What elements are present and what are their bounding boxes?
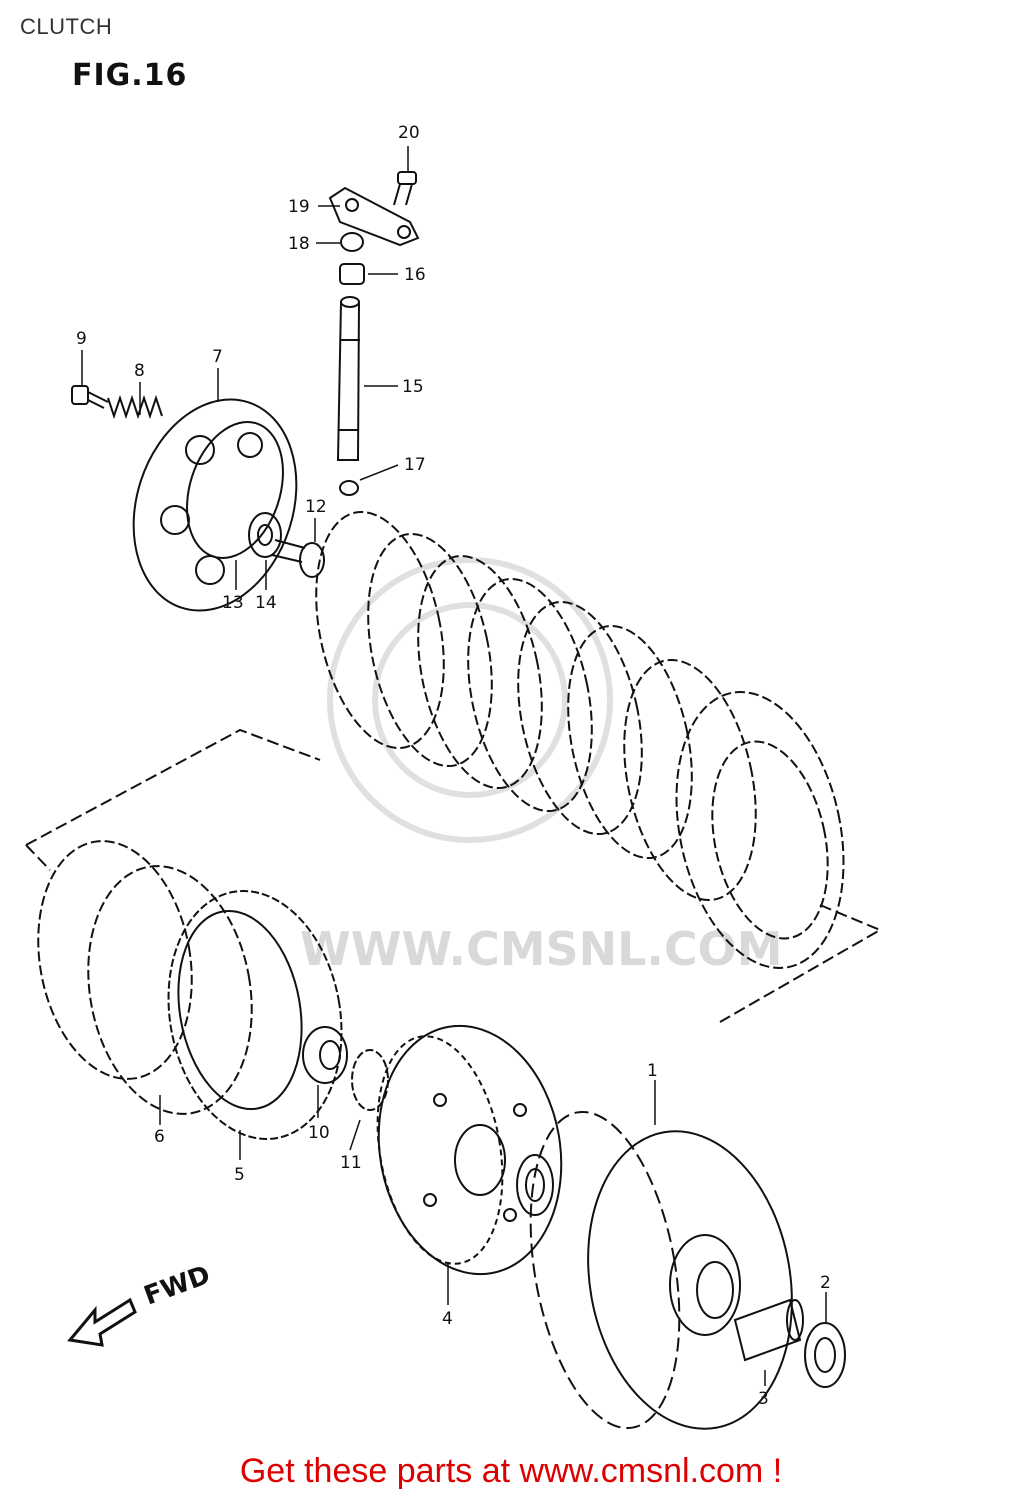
watermark-text: WWW.CMSNL.COM bbox=[300, 922, 783, 976]
plate-set-bracket bbox=[25, 728, 883, 1023]
callout-7: 7 bbox=[212, 347, 223, 367]
callout-13: 13 bbox=[222, 593, 244, 613]
leader-lines bbox=[81, 146, 827, 1386]
part-4-sleeve-hub bbox=[376, 1024, 563, 1276]
part-8-spring bbox=[107, 394, 163, 420]
forward-direction-arrow bbox=[67, 1297, 137, 1347]
clutch-plate-stack-upper bbox=[315, 510, 845, 969]
part-5-driven-plate bbox=[167, 890, 343, 1140]
part-17-seal bbox=[339, 480, 359, 496]
part-3-spacer bbox=[733, 1298, 804, 1362]
part-6-drive-plates bbox=[37, 840, 253, 1115]
part-2-washer bbox=[804, 1322, 846, 1388]
callout-8: 8 bbox=[134, 361, 145, 381]
part-16-bearing bbox=[339, 263, 365, 285]
parts-link-banner[interactable]: Get these parts at www.cmsnl.com ! bbox=[239, 1452, 783, 1490]
callout-20: 20 bbox=[398, 123, 420, 143]
callout-4: 4 bbox=[442, 1309, 453, 1329]
callout-14: 14 bbox=[255, 593, 277, 613]
part-9-bolt bbox=[71, 385, 109, 409]
callout-2: 2 bbox=[820, 1273, 831, 1293]
part-19-release-arm bbox=[328, 186, 420, 247]
part-1-clutch-housing bbox=[529, 1110, 793, 1430]
callout-1: 1 bbox=[647, 1061, 658, 1081]
callout-18: 18 bbox=[288, 234, 310, 254]
watermark-logo bbox=[327, 557, 613, 843]
part-20-bolt bbox=[393, 171, 417, 206]
callout-15: 15 bbox=[402, 377, 424, 397]
part-11-lock-washer bbox=[351, 1049, 389, 1111]
part-18-oil-seal bbox=[340, 232, 364, 252]
callout-5: 5 bbox=[234, 1165, 245, 1185]
figure-label: FIG.16 bbox=[72, 58, 188, 93]
callout-6: 6 bbox=[154, 1127, 165, 1147]
callout-9: 9 bbox=[76, 329, 87, 349]
part-13-14-bearing-pushpiece bbox=[248, 512, 306, 563]
callout-10: 10 bbox=[308, 1123, 330, 1143]
part-7-pressure-plate bbox=[132, 398, 298, 612]
part-12-push-piece bbox=[299, 542, 325, 578]
callout-19: 19 bbox=[288, 197, 310, 217]
fwd-label: FWD bbox=[140, 1260, 214, 1311]
callout-3: 3 bbox=[758, 1389, 769, 1409]
clutch-exploded-diagram: WWW.CMSNL.COM bbox=[25, 123, 883, 1430]
callout-16: 16 bbox=[404, 265, 426, 285]
part-10-nut bbox=[302, 1026, 348, 1084]
callout-12: 12 bbox=[305, 497, 327, 517]
callout-17: 17 bbox=[404, 455, 426, 475]
callout-11: 11 bbox=[340, 1153, 362, 1173]
part-15-release-shaft bbox=[336, 296, 360, 461]
page-title: CLUTCH bbox=[20, 14, 113, 39]
part-4-thrust-washer bbox=[516, 1154, 554, 1216]
